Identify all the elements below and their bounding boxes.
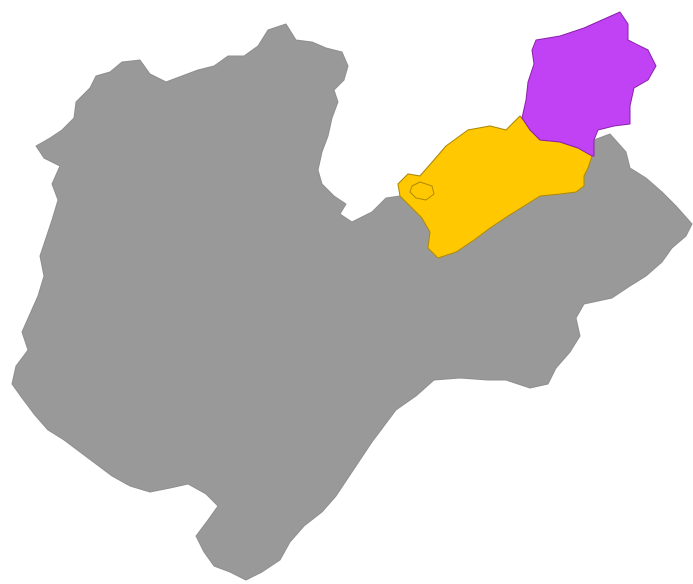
map-region-yellow	[397, 115, 593, 259]
map-region-purple	[521, 11, 657, 157]
